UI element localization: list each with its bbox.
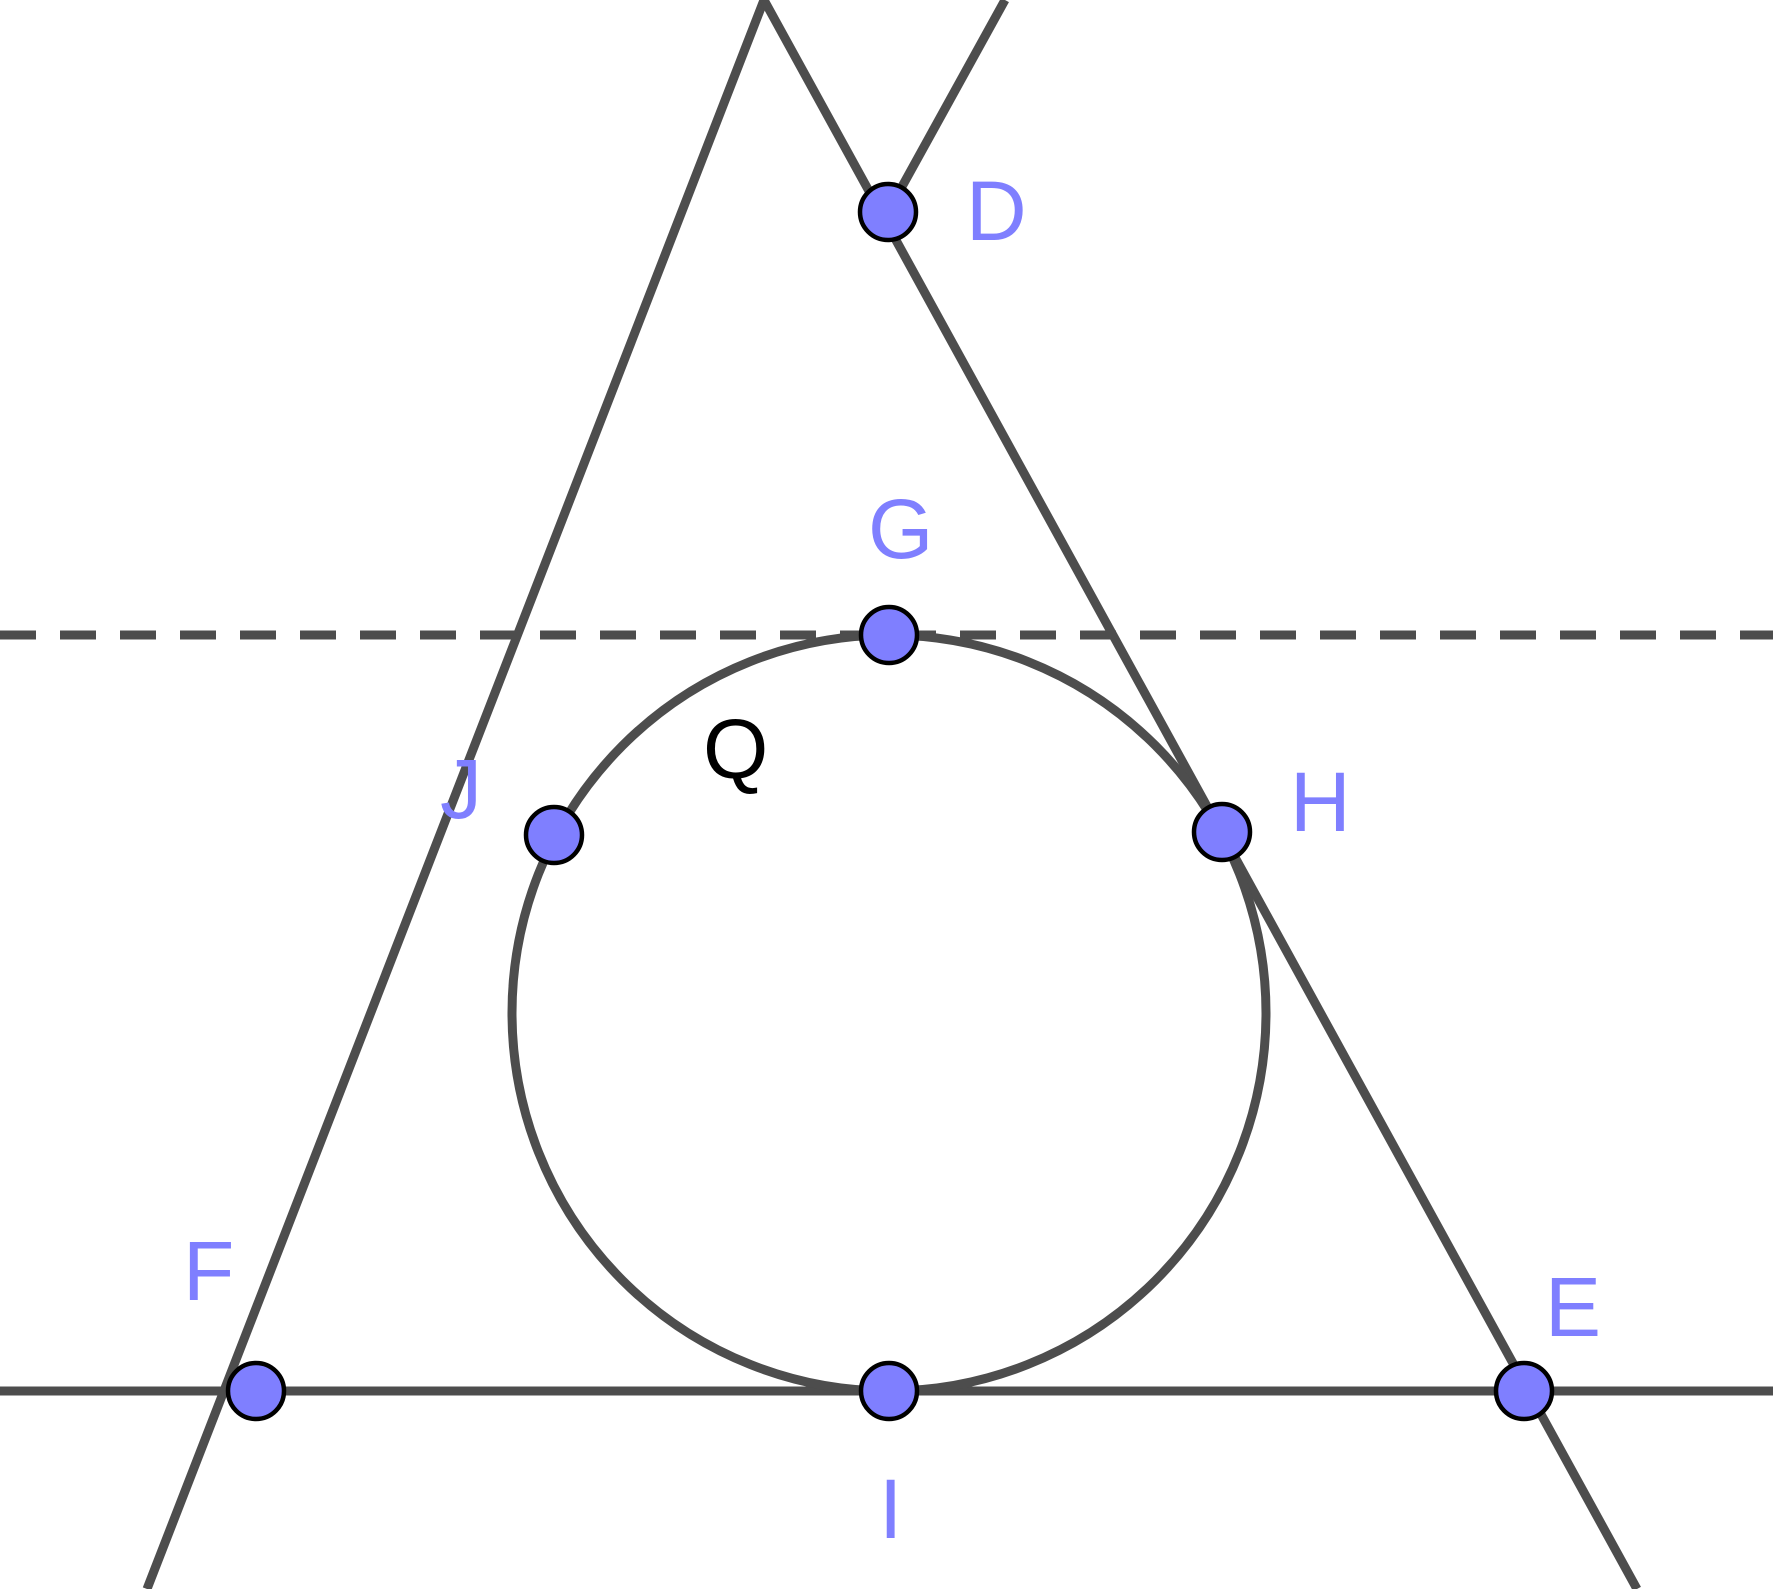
label-d: D [966,164,1027,258]
label-h: H [1290,755,1351,849]
line-de-upper [884,0,1009,215]
point-h[interactable] [1191,801,1253,863]
label-g: G [868,482,933,576]
circle-q [507,630,1271,1396]
label-f: F [183,1224,234,1318]
label-i: I [879,1462,902,1556]
point-f[interactable] [225,1360,287,1422]
point-d[interactable] [857,181,919,243]
label-circle-q: Q [703,702,768,796]
point-g[interactable] [858,604,920,666]
label-e: E [1545,1260,1601,1354]
point-e[interactable] [1493,1360,1555,1422]
label-j: J [440,742,482,836]
line-df [142,0,769,1589]
point-i[interactable] [858,1360,920,1422]
point-j[interactable] [523,804,585,866]
